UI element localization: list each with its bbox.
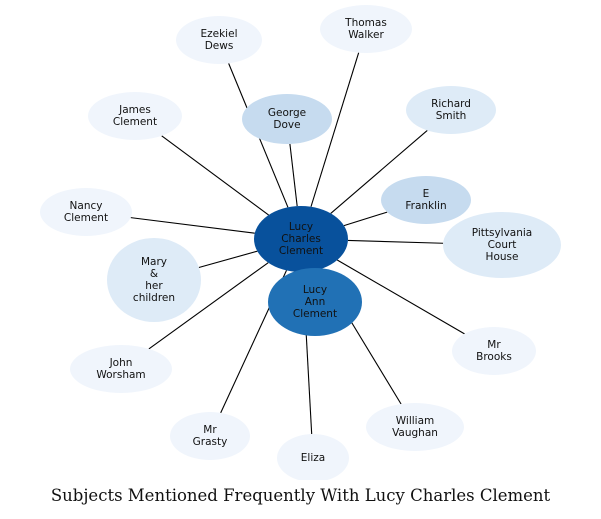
node-label-pittsylvania-court-house: Court <box>488 239 517 251</box>
node-label-lucy-ann-clement: Clement <box>293 308 337 320</box>
node-label-mr-grasty: Grasty <box>193 436 228 448</box>
node-ellipse-mr-brooks <box>452 327 536 375</box>
node-label-william-vaughan: William <box>396 415 434 427</box>
node-label-mr-grasty: Mr <box>203 424 217 436</box>
node-ellipse-center <box>254 206 348 272</box>
node-label-mr-brooks: Mr <box>487 339 501 351</box>
node-label-nancy-clement: Clement <box>64 212 108 224</box>
edge-center-mary-and-her-children <box>198 250 258 269</box>
edge-center-mr-brooks <box>336 259 465 335</box>
node-label-pittsylvania-court-house: Pittsylvania <box>472 227 533 239</box>
node-eliza: Eliza <box>277 434 349 480</box>
node-label-richard-smith: Richard <box>431 98 471 110</box>
edge-center-george-dove <box>289 143 298 207</box>
edge-center-e-franklin <box>343 211 388 227</box>
node-ellipse-john-worsham <box>70 345 172 393</box>
node-label-thomas-walker: Thomas <box>344 17 387 29</box>
edge-center-pittsylvania-court-house <box>347 239 444 244</box>
node-label-mary-and-her-children: children <box>133 292 175 304</box>
node-ellipse-mr-grasty <box>170 412 250 460</box>
edge-center-thomas-walker <box>310 52 360 207</box>
node-label-mary-and-her-children: & <box>150 268 158 280</box>
edge-center-nancy-clement <box>130 217 255 234</box>
node-label-eliza: Eliza <box>301 452 325 464</box>
node-label-james-clement: Clement <box>113 116 157 128</box>
node-ellipse-mary-and-her-children <box>107 238 201 322</box>
node-label-pittsylvania-court-house: House <box>486 251 519 263</box>
edges-layer <box>130 52 465 435</box>
node-label-john-worsham: John <box>109 357 133 369</box>
node-ellipse-e-franklin <box>381 176 471 224</box>
node-label-center: Clement <box>279 245 323 257</box>
node-label-e-franklin: E <box>423 188 430 200</box>
node-label-e-franklin: Franklin <box>405 200 446 212</box>
node-label-ezekiel-dews: Ezekiel <box>201 28 238 40</box>
node-label-mary-and-her-children: Mary <box>141 256 167 268</box>
node-ellipse-pittsylvania-court-house <box>443 212 561 278</box>
node-label-lucy-ann-clement: Lucy <box>303 284 327 296</box>
node-label-thomas-walker: Walker <box>348 29 384 41</box>
node-ellipse-george-dove <box>242 94 332 144</box>
node-ellipse-eliza <box>277 434 349 480</box>
node-label-richard-smith: Smith <box>436 110 467 122</box>
node-label-lucy-ann-clement: Ann <box>305 296 326 308</box>
node-ellipse-james-clement <box>88 92 182 140</box>
node-label-ezekiel-dews: Dews <box>205 40 234 52</box>
node-label-center: Lucy <box>289 221 313 233</box>
node-label-william-vaughan: Vaughan <box>392 427 438 439</box>
node-label-george-dove: George <box>268 107 306 119</box>
node-label-nancy-clement: Nancy <box>70 200 103 212</box>
node-label-george-dove: Dove <box>273 119 300 131</box>
node-label-mary-and-her-children: her <box>145 280 163 292</box>
edge-center-james-clement <box>161 135 269 216</box>
node-ellipse-ezekiel-dews <box>176 16 262 64</box>
node-ellipse-william-vaughan <box>366 403 464 451</box>
node-label-john-worsham: Worsham <box>96 369 145 381</box>
edge-center-john-worsham <box>148 262 269 350</box>
node-ellipse-richard-smith <box>406 86 496 134</box>
edge-center-richard-smith <box>330 129 428 214</box>
diagram-title: Subjects Mentioned Frequently With Lucy … <box>50 486 551 505</box>
node-label-james-clement: James <box>118 104 151 116</box>
node-label-center: Charles <box>281 233 321 245</box>
node-ellipse-nancy-clement <box>40 188 132 236</box>
node-label-mr-brooks: Brooks <box>476 351 512 363</box>
network-diagram: EzekielDewsThomasWalkerJamesClementGeorg… <box>40 5 561 480</box>
nodes-layer: EzekielDewsThomasWalkerJamesClementGeorg… <box>40 5 561 480</box>
node-ellipse-lucy-ann-clement <box>268 268 362 336</box>
node-ellipse-thomas-walker <box>320 5 412 53</box>
